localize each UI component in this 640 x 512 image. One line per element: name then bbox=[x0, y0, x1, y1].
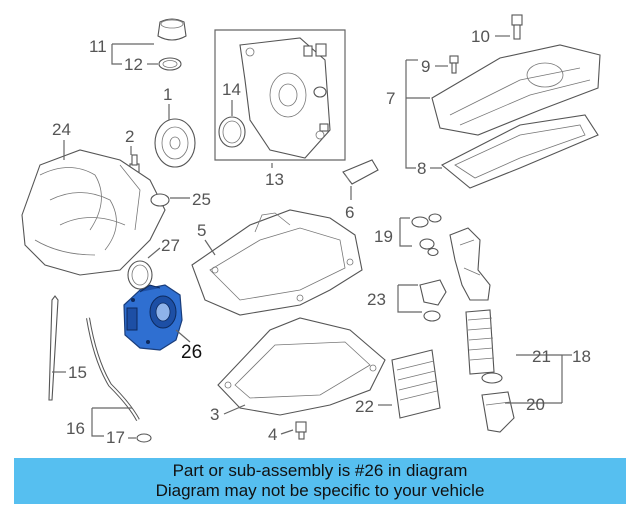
callout-7: 7 bbox=[386, 89, 395, 108]
valve-cover-bolt-part[interactable] bbox=[449, 55, 459, 74]
callout-22: 22 bbox=[355, 397, 374, 416]
valve-cover-part[interactable] bbox=[431, 44, 601, 136]
callout-8: 8 bbox=[417, 159, 426, 178]
callout-26: 26 bbox=[181, 342, 202, 363]
callout-21: 21 bbox=[532, 347, 551, 366]
callout-2: 2 bbox=[125, 127, 134, 146]
filter-cap-part[interactable] bbox=[481, 391, 515, 433]
info-banner: Part or sub-assembly is #26 in diagram D… bbox=[14, 458, 626, 504]
callout-5: 5 bbox=[197, 221, 206, 240]
oil-cooler-part[interactable] bbox=[391, 349, 441, 419]
callout-17: 17 bbox=[106, 428, 125, 447]
callout-18: 18 bbox=[572, 347, 591, 366]
callout-13: 13 bbox=[265, 170, 284, 189]
callout-27: 27 bbox=[161, 236, 180, 255]
callout-24: 24 bbox=[52, 120, 71, 139]
callout-23: 23 bbox=[367, 290, 386, 309]
crankshaft-seal-part[interactable] bbox=[218, 116, 246, 148]
cover-small-parts bbox=[303, 43, 329, 132]
callout-25: 25 bbox=[192, 190, 211, 209]
parts-diagram: 11 12 1 2 24 25 27 bbox=[21, 14, 601, 447]
callout-14: 14 bbox=[222, 80, 241, 99]
lower-oil-pan-part[interactable] bbox=[217, 317, 386, 416]
callout-10: 10 bbox=[471, 27, 490, 46]
upper-oil-pan-part[interactable] bbox=[191, 209, 363, 316]
oil-filter-element-part[interactable] bbox=[465, 309, 495, 375]
callout-11: 11 bbox=[89, 37, 107, 56]
callout-9: 9 bbox=[421, 57, 430, 76]
callout-1: 1 bbox=[163, 85, 172, 104]
callout-3: 3 bbox=[210, 405, 219, 424]
dipstick-seal-part[interactable] bbox=[136, 433, 152, 443]
callout-19: 19 bbox=[374, 227, 393, 246]
timing-cover-part[interactable] bbox=[239, 37, 331, 159]
intake-manifold-part[interactable] bbox=[21, 149, 166, 276]
filter-seal-part[interactable] bbox=[481, 372, 503, 384]
oil-filler-cap-part[interactable] bbox=[157, 18, 187, 41]
valve-cover-sensor-part[interactable] bbox=[511, 14, 523, 40]
throttle-body-gasket-part[interactable] bbox=[127, 260, 153, 290]
callout-20: 20 bbox=[526, 395, 545, 414]
callout-12: 12 bbox=[124, 55, 143, 74]
drain-plug-part[interactable] bbox=[295, 421, 307, 440]
callout-4: 4 bbox=[268, 425, 277, 444]
vibration-damper-part[interactable] bbox=[154, 118, 196, 168]
thermostat-part[interactable] bbox=[419, 279, 447, 322]
seal-rings-part[interactable] bbox=[411, 213, 442, 257]
banner-line-2: Diagram may not be specific to your vehi… bbox=[155, 481, 485, 500]
callout-16: 16 bbox=[66, 419, 85, 438]
manifold-seal-part[interactable] bbox=[150, 193, 170, 207]
cap-seal-part[interactable] bbox=[158, 57, 182, 71]
sensor-part[interactable] bbox=[342, 159, 379, 185]
dipstick-tube-part[interactable] bbox=[86, 317, 140, 421]
oil-filter-housing-part[interactable] bbox=[449, 227, 491, 301]
banner-line-1: Part or sub-assembly is #26 in diagram bbox=[172, 461, 468, 480]
callout-6: 6 bbox=[345, 203, 354, 222]
throttle-body-part[interactable] bbox=[123, 284, 183, 351]
dipstick-part[interactable] bbox=[48, 295, 59, 401]
callout-15: 15 bbox=[68, 363, 87, 382]
valve-cover-gasket-part[interactable] bbox=[441, 114, 599, 189]
